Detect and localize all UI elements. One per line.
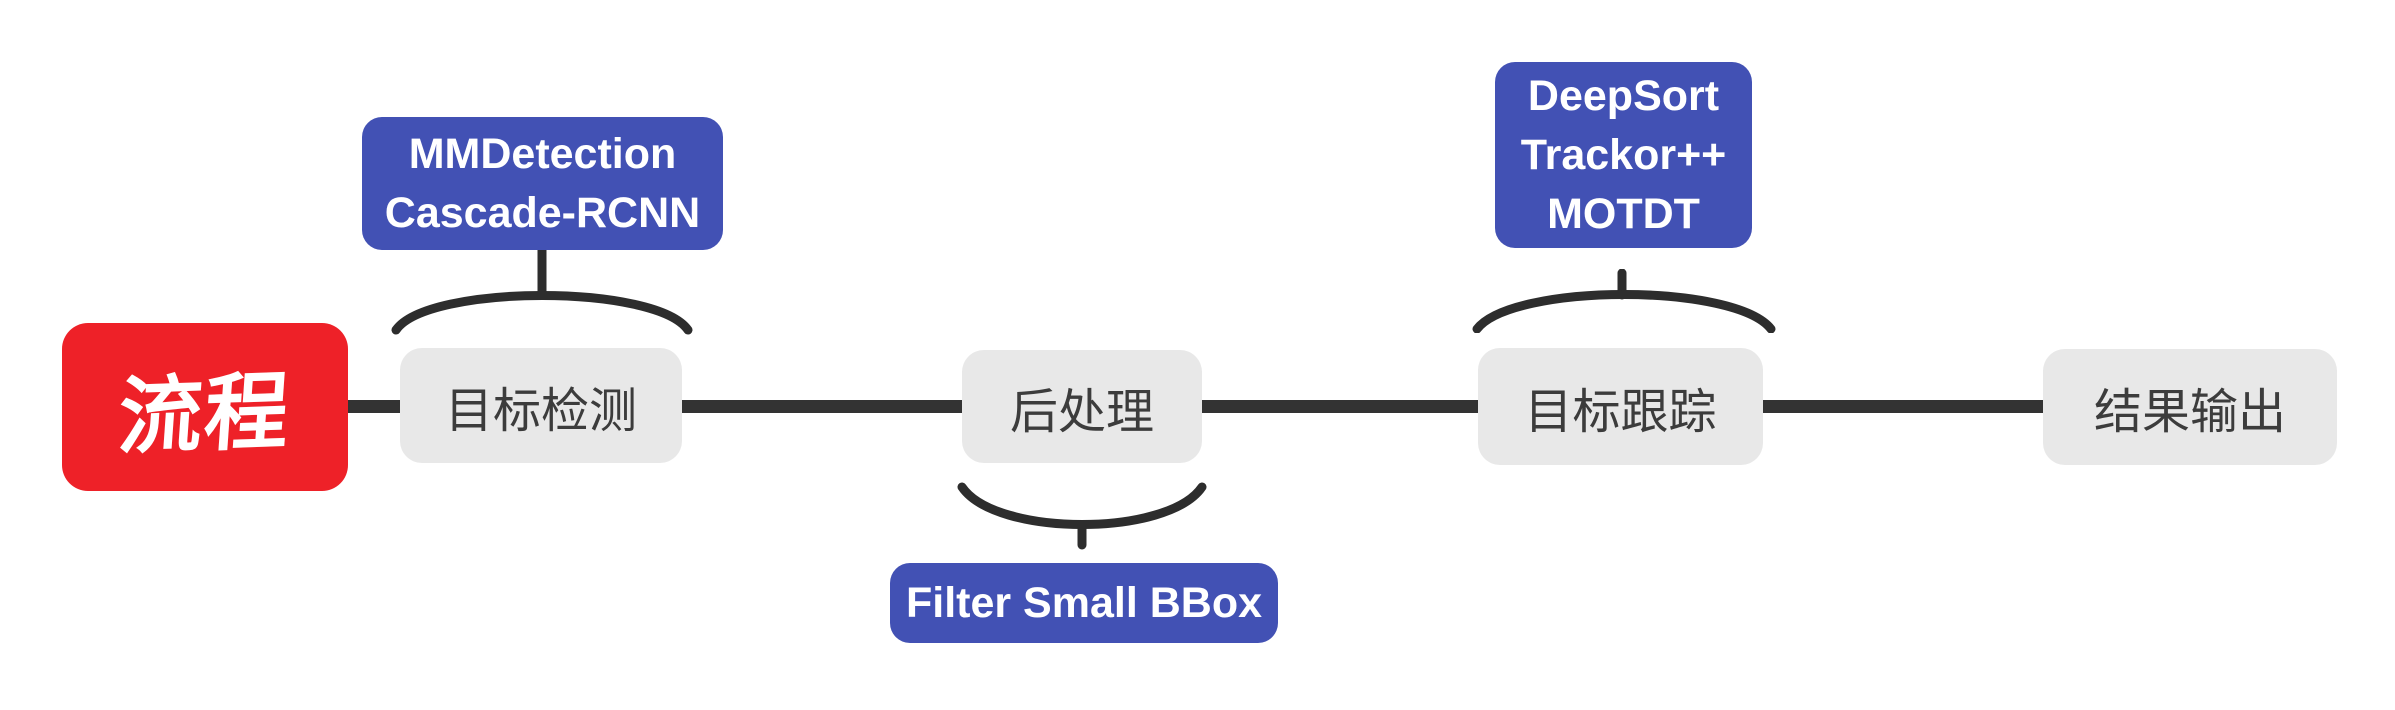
annotation-filter-small-bbox: Filter Small BBox [890,563,1278,643]
annotation-tracking-models: DeepSort Trackor++ MOTDT [1495,62,1752,248]
brace-above-tracking [1472,269,1776,333]
annotation-line: Filter Small BBox [905,578,1263,627]
flow-node-label: 结果输出 [2093,386,2286,439]
annotation-line: MOTDT [1547,189,1700,238]
annotation-line: DeepSort [1527,71,1720,120]
flow-node-post-processing: 后处理 [962,350,1202,463]
brace-curve [957,482,1207,529]
flow-node-object-detection: 目标检测 [400,348,682,463]
flow-node-label: 目标检测 [444,384,637,438]
annotation-line: Cascade-RCNN [384,188,701,237]
brace-below-postprocess [957,482,1207,550]
brace-above-detection [391,246,693,335]
flow-node-result-output: 结果输出 [2043,349,2337,465]
flow-node-label: 目标跟踪 [1524,385,1717,439]
root-node-process: 流程 [62,323,348,491]
brace-curve [391,291,693,335]
annotation-line: Trackor++ [1520,130,1727,179]
annotation-detection-models: MMDetection Cascade-RCNN [362,117,723,250]
annotation-line: MMDetection [408,129,677,178]
brace-curve [1472,290,1776,333]
root-node-label: 流程 [115,363,294,464]
flow-node-object-tracking: 目标跟踪 [1478,348,1763,465]
flow-node-label: 后处理 [1009,385,1154,439]
